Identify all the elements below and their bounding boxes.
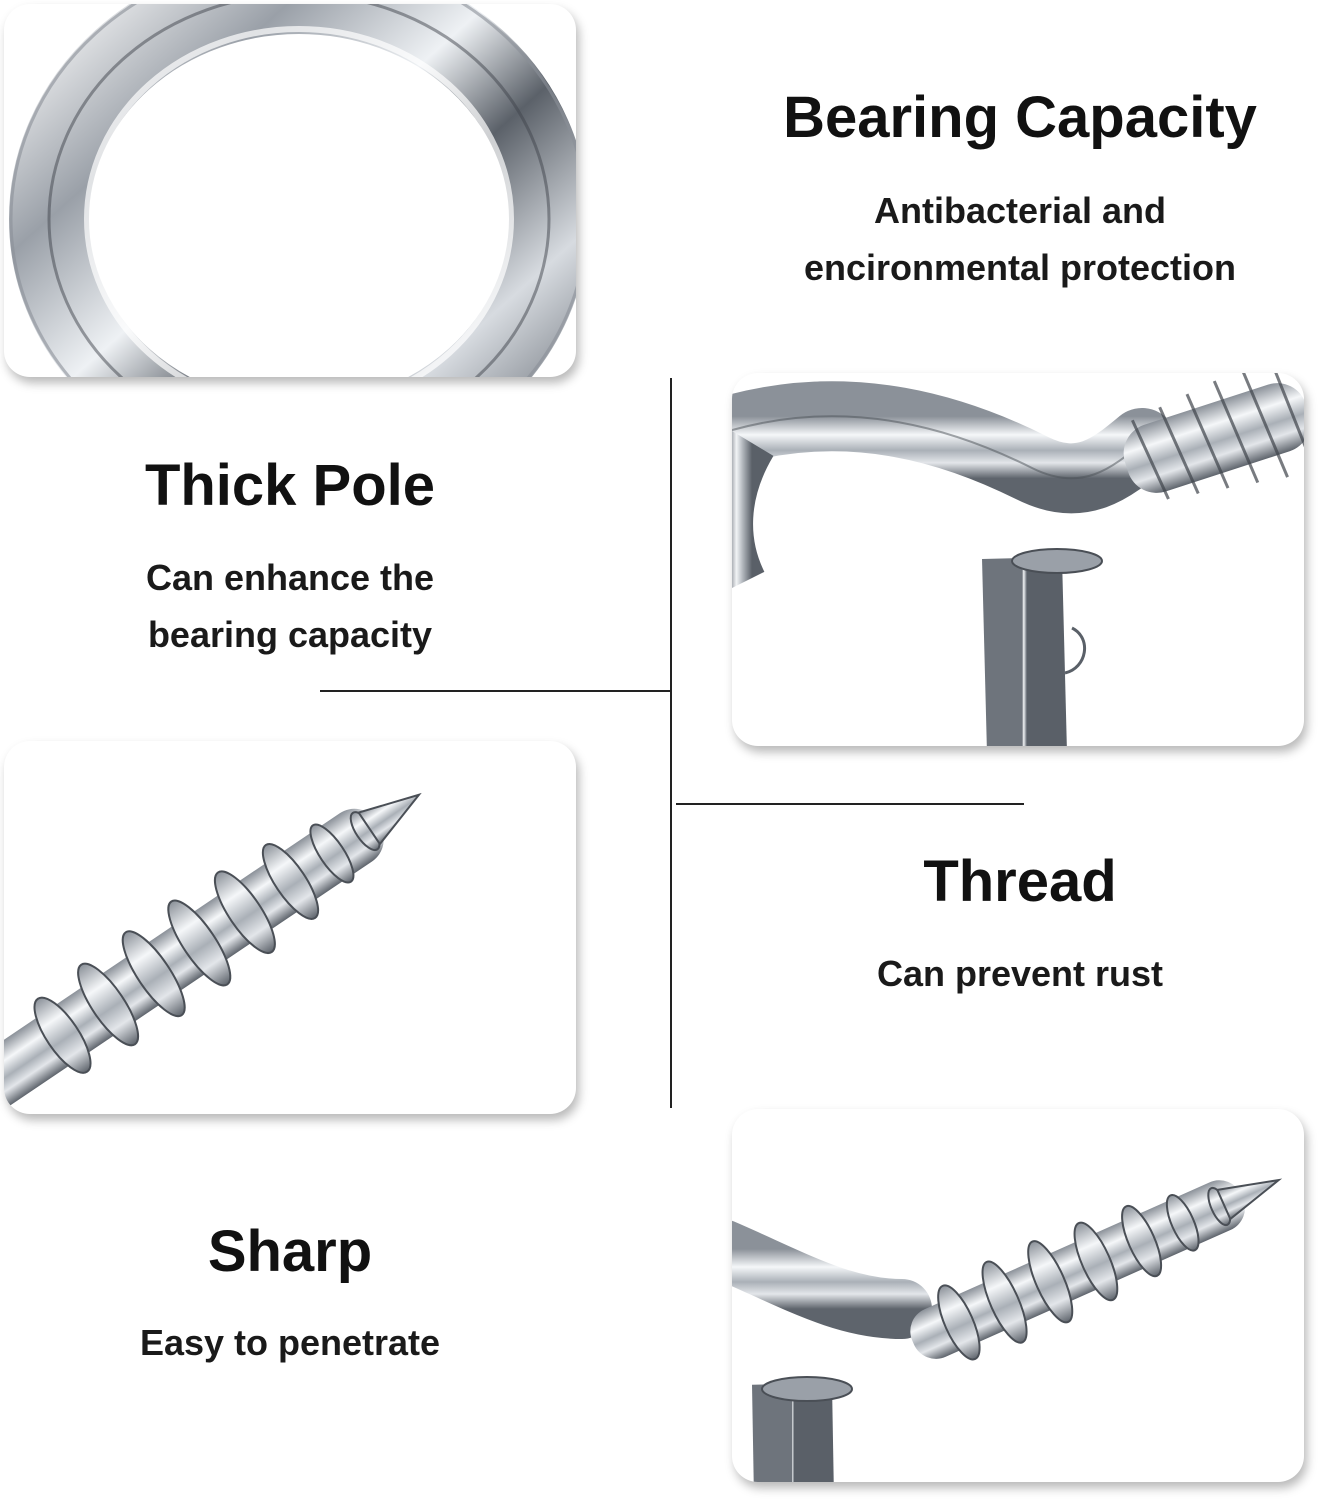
screw-thread-closeup-icon <box>4 792 422 1114</box>
cup-hook-curve-closeup-icon <box>732 373 1304 746</box>
sharp-description: Easy to penetrate <box>0 1314 580 1371</box>
bearing-capacity-description: Antibacterial and encironmental protecti… <box>720 182 1320 296</box>
eye-ring-image-card <box>4 4 576 377</box>
bearing-capacity-title: Bearing Capacity <box>783 85 1257 150</box>
thread-title: Thread <box>923 849 1117 914</box>
thick-pole-title: Thick Pole <box>144 453 436 518</box>
cup-hook-image-card <box>732 373 1304 746</box>
eye-ring-closeup-icon <box>9 4 576 377</box>
description-line: Can prevent rust <box>876 953 1164 994</box>
description-line: Can enhance the <box>145 557 435 598</box>
description-line: bearing capacity <box>147 614 433 655</box>
screw-hook-tip-image-card <box>732 1109 1304 1482</box>
thread-description: Can prevent rust <box>720 945 1320 1002</box>
description-line: Antibacterial and <box>873 190 1167 231</box>
thread-rings <box>1123 373 1304 500</box>
thick-pole-description: Can enhance the bearing capacity <box>0 549 580 663</box>
screw-thread-image-card <box>4 741 576 1114</box>
divider-right <box>676 803 1024 805</box>
divider-left <box>320 690 671 692</box>
description-line: Easy to penetrate <box>139 1322 441 1363</box>
description-line: encironmental protection <box>803 247 1237 288</box>
screw-hook-tip-closeup-icon <box>732 1178 1283 1482</box>
vertical-divider <box>670 378 672 1108</box>
sharp-title: Sharp <box>207 1219 373 1284</box>
